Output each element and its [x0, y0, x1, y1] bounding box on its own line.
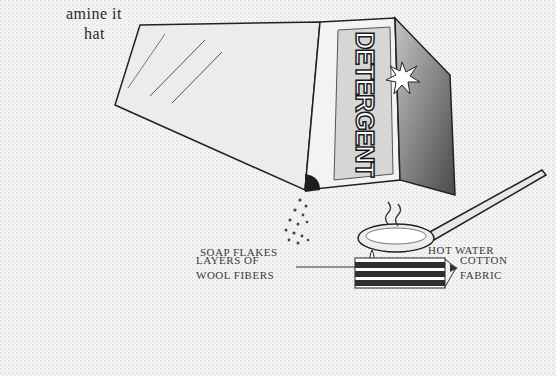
- box-spout: [305, 174, 320, 192]
- box-side-face: [395, 18, 455, 195]
- part-label: amine it: [66, 4, 122, 24]
- flake: [285, 229, 288, 232]
- flake: [302, 214, 305, 217]
- steam: [386, 202, 391, 224]
- part-label: COTTON FABRIC: [460, 253, 520, 283]
- soap-flakes: [285, 198, 310, 244]
- starburst: [386, 62, 420, 94]
- flake: [293, 208, 296, 211]
- flake: [297, 242, 300, 245]
- wool-layer: [355, 271, 445, 277]
- steam: [396, 204, 401, 226]
- flake: [288, 218, 291, 221]
- box-streak: [172, 52, 222, 103]
- flake: [305, 205, 308, 208]
- flake: [298, 198, 301, 201]
- flake: [292, 231, 295, 234]
- box-long-face: [115, 22, 320, 190]
- spoon-handle: [428, 170, 546, 240]
- part-label: hat: [84, 24, 105, 44]
- leader-line: [296, 267, 355, 268]
- flake: [301, 235, 304, 238]
- wool-layer: [355, 262, 445, 268]
- water-surface: [366, 228, 426, 244]
- fabric-stack: [355, 258, 445, 288]
- flake: [288, 239, 291, 242]
- box-streak: [128, 34, 165, 88]
- brand-name: DETERGENT: [350, 31, 379, 176]
- box-front-face: [305, 18, 400, 190]
- box-streak: [150, 40, 205, 96]
- wool-layer: [355, 280, 445, 286]
- flake: [297, 223, 300, 226]
- flake: [306, 221, 309, 224]
- spoon-bowl: [358, 224, 434, 252]
- flake: [307, 239, 310, 242]
- part-label: LAYERS OF WOOL FIBERS: [196, 253, 294, 283]
- label-panel: [334, 27, 393, 180]
- arrowhead: [450, 264, 458, 272]
- leader-line: [445, 259, 456, 287]
